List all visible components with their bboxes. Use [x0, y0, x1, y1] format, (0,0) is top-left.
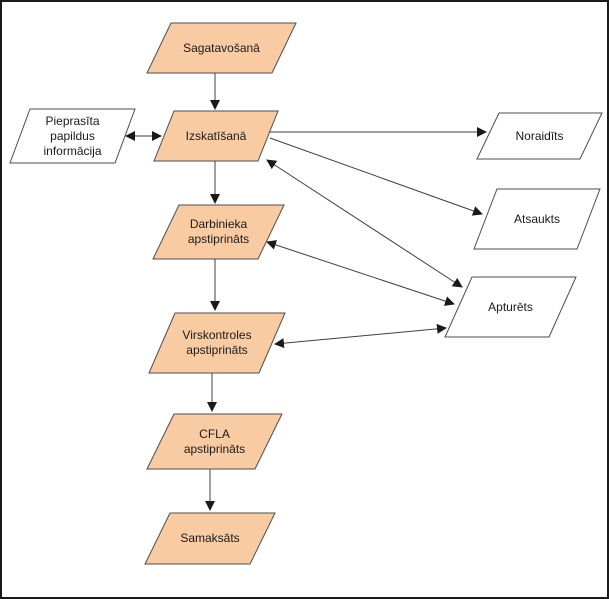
- node-cfla-apstiprinats: [146, 413, 283, 470]
- node-darbinieka-apstiprinats: [152, 204, 285, 260]
- edge-virskontroles-apturets-arrow: [274, 323, 447, 349]
- node-sagatavosana: [146, 22, 297, 74]
- edge-darbinieka-apturets-arrow: [266, 240, 455, 306]
- node-virskontroles-apstiprinats: [148, 312, 286, 374]
- node-noraidits: [476, 112, 603, 160]
- edge-izskatisana-apturets-arrow: [266, 159, 463, 288]
- node-apturets: [444, 276, 577, 338]
- node-atsaukts: [473, 188, 601, 250]
- edge-izskatisana-atsaukts-arrow: [269, 137, 483, 216]
- node-izskatisana: [153, 110, 279, 162]
- node-samaksats: [144, 512, 276, 565]
- node-pieprasita-papildus-informacija: [9, 108, 136, 164]
